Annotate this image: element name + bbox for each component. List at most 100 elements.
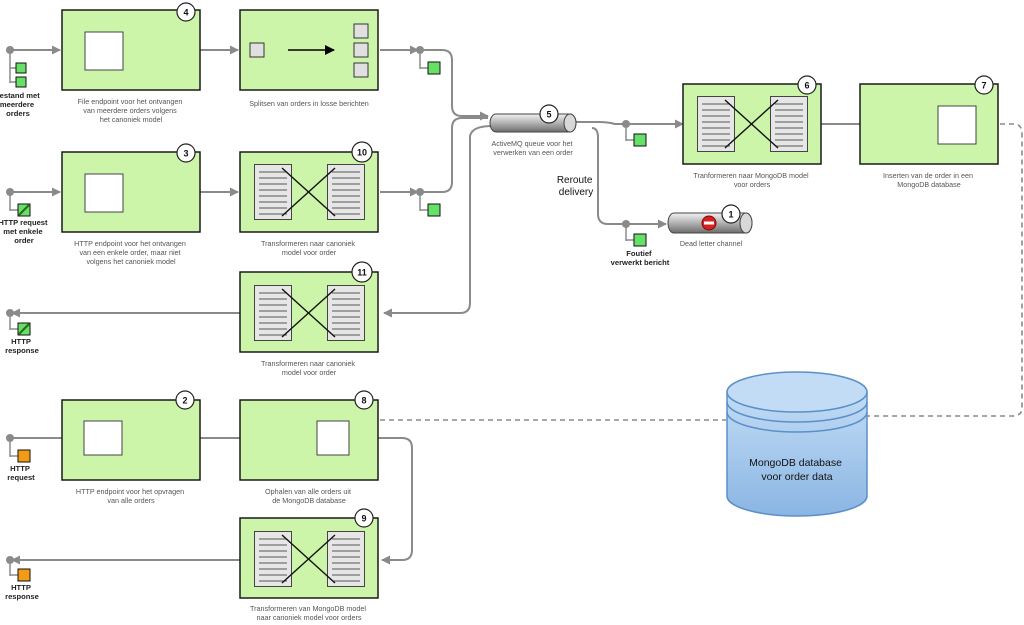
- component-4-file-endpoint[interactable]: [61, 9, 201, 91]
- message-icon: [15, 62, 27, 74]
- caption-line: verwerken van een order: [493, 148, 573, 157]
- badge-6: 6: [797, 75, 817, 95]
- endpoint-labels: Bestand met meerdere orders HTTP request…: [0, 91, 670, 601]
- label-line: Foutief: [626, 249, 652, 258]
- label-line: Reroute: [557, 175, 593, 186]
- label-line: orders: [6, 109, 30, 118]
- caption-10: Transformeren naar canoniek model voor o…: [261, 239, 357, 257]
- splitter-input-icon: [249, 42, 265, 58]
- caption-line: naar canoniek model voor orders: [256, 613, 361, 622]
- edge-7-to-db: [866, 123, 1023, 417]
- port-http-in: [6, 188, 14, 196]
- endpoint-square-icon: [84, 173, 124, 213]
- message-orange-icon: [17, 568, 31, 582]
- badge-9: 9: [354, 508, 374, 528]
- component-7-db-insert[interactable]: [859, 83, 999, 165]
- component-11-translator[interactable]: [239, 271, 379, 353]
- edge-queue-to-11: [383, 125, 493, 318]
- caption-line: MongoDB database: [897, 180, 961, 189]
- badge-number: 1: [728, 210, 733, 220]
- caption-line: Splitsen van orders in losse berichten: [249, 99, 368, 108]
- caption-line: HTTP endpoint voor het opvragen: [76, 487, 184, 496]
- component-2-http-endpoint[interactable]: [61, 399, 201, 481]
- badges: 4 3 10 11 5 6 7 1 2 8 9: [175, 2, 994, 528]
- splitter-output-icon: [353, 23, 369, 39]
- caption-3: HTTP endpoint voor het ontvangen van een…: [74, 239, 188, 266]
- label-line: verwerkt bericht: [611, 258, 670, 267]
- label-http-response-2: HTTP response: [5, 583, 39, 601]
- badge-number: 6: [804, 81, 809, 91]
- caption-11: Transformeren naar canoniek model voor o…: [261, 359, 357, 377]
- queue-5-activemq[interactable]: [489, 113, 577, 133]
- document-icon: [697, 96, 735, 152]
- caption-line: voor orders: [734, 180, 771, 189]
- badge-number: 10: [357, 148, 367, 158]
- database-label-line: MongoDB database: [749, 457, 842, 469]
- badge-number: 7: [981, 81, 986, 91]
- mongodb-database-cylinder: [726, 371, 868, 517]
- component-8-db-query[interactable]: [239, 399, 379, 481]
- component-9-translator[interactable]: [239, 517, 379, 599]
- label-http-response-1: HTTP response: [5, 337, 39, 355]
- splitter-output-icon: [353, 62, 369, 78]
- badge-number: 3: [183, 149, 188, 159]
- caption-line: ActiveMQ queue voor het: [491, 139, 572, 148]
- caption-line: Tranformeren naar MongoDB model: [693, 171, 809, 180]
- label-line: Bestand met: [0, 91, 40, 100]
- document-icon: [327, 285, 365, 341]
- caption-5: ActiveMQ queue voor het verwerken van ee…: [491, 139, 574, 157]
- port-queue-out: [622, 120, 630, 128]
- ports: [6, 46, 647, 582]
- caption-line: model voor order: [282, 248, 337, 257]
- port-dead-letter: [622, 220, 630, 228]
- badge-10: 10: [351, 141, 373, 163]
- port-file-in: [6, 46, 14, 54]
- badge-number: 5: [546, 110, 551, 120]
- port-split-out: [416, 46, 424, 54]
- badge-5: 5: [539, 104, 559, 124]
- message-icon: [427, 61, 441, 75]
- endpoint-square-icon: [316, 420, 350, 456]
- badge-4: 4: [176, 2, 196, 22]
- badge-3: 3: [176, 143, 196, 163]
- caption-line: van meerdere orders volgens: [83, 106, 177, 115]
- component-3-http-endpoint[interactable]: [61, 151, 201, 233]
- endpoint-square-icon: [937, 105, 977, 145]
- document-icon: [327, 164, 365, 220]
- label-line: order: [14, 236, 33, 245]
- badge-1: 1: [721, 204, 741, 224]
- edge-8-to-9: [346, 437, 413, 565]
- badge-11: 11: [351, 261, 373, 283]
- label-line: request: [7, 473, 35, 482]
- caption-9: Transformeren van MongoDB model naar can…: [250, 604, 368, 622]
- badge-7: 7: [974, 75, 994, 95]
- label-line: HTTP: [10, 464, 30, 473]
- caption-line: Transformeren naar canoniek: [261, 239, 355, 248]
- caption-line: Inserten van de order in een: [883, 171, 973, 180]
- component-10-translator[interactable]: [239, 151, 379, 233]
- port-http-request-2: [6, 434, 14, 442]
- caption-line: de MongoDB database: [272, 496, 346, 505]
- badge-number: 11: [357, 268, 367, 278]
- db-connectors: [380, 123, 1023, 421]
- label-line: HTTP request: [0, 218, 48, 227]
- caption-4: File endpoint voor het ontvangen van mee…: [78, 97, 185, 124]
- badge-number: 4: [183, 8, 188, 18]
- label-line: meerdere: [0, 100, 34, 109]
- message-icon: [427, 203, 441, 217]
- label-line: met enkele: [3, 227, 42, 236]
- caption-line: model voor order: [282, 368, 337, 377]
- caption-line: Ophalen van alle orders uit: [265, 487, 351, 496]
- component-splitter[interactable]: [239, 9, 379, 91]
- label-reroute-delivery: Reroute delivery: [557, 175, 595, 198]
- document-icon: [254, 531, 292, 587]
- component-6-translator[interactable]: [682, 83, 822, 165]
- database-label: MongoDB database voor order data: [749, 457, 845, 483]
- label-foutief: Foutief verwerkt bericht: [611, 249, 670, 267]
- edge-10-to-queue: [420, 117, 488, 193]
- document-icon: [770, 96, 808, 152]
- document-icon: [327, 531, 365, 587]
- caption-2: HTTP endpoint voor het opvragen van alle…: [76, 487, 186, 505]
- badge-number: 8: [361, 396, 366, 406]
